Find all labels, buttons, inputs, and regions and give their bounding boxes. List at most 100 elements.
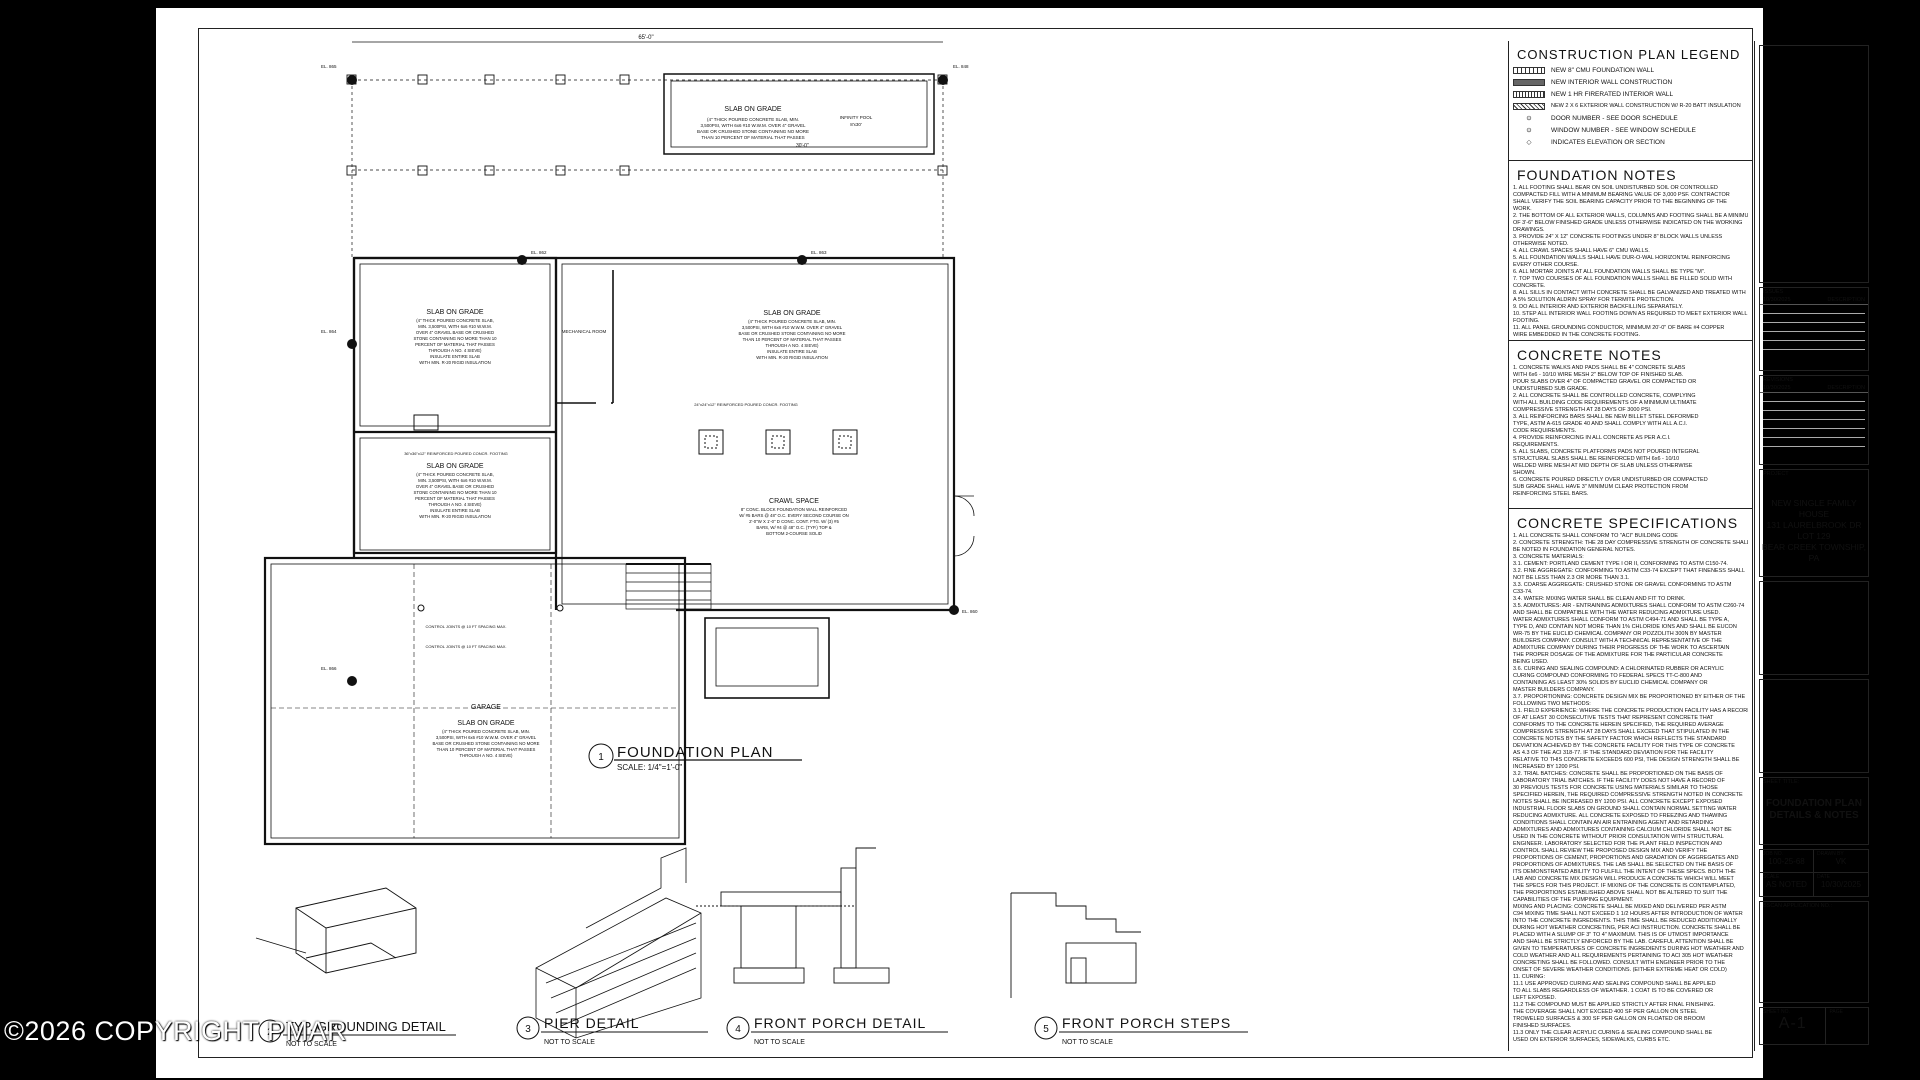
svg-text:CONTROL JOINTS @ 10 FT SPACING: CONTROL JOINTS @ 10 FT SPACING MAX.	[425, 624, 506, 629]
porch-detail-title: FRONT PORCH DETAIL	[754, 1015, 926, 1031]
concrete-spec-line: 3.6. CURING AND SEALING COMPOUND: A CHLO…	[1513, 666, 1724, 672]
concrete-spec-line: OF AT LEAST 30 CONSECUTIVE TESTS THAT RE…	[1513, 715, 1714, 721]
svg-text:THAN 10 PERCENT OF MATERIAL TH: THAN 10 PERCENT OF MATERIAL THAT PASSES	[701, 135, 804, 140]
foundation-note-line: 2. THE BOTTOM OF ALL EXTERIOR WALLS, COL…	[1513, 213, 1748, 219]
svg-text:(4" THICK POURED CONCRETE SLAB: (4" THICK POURED CONCRETE SLAB,	[416, 472, 494, 477]
svg-text:PERCENT OF MATERIAL THAT PASSE: PERCENT OF MATERIAL THAT PASSES	[415, 496, 495, 501]
svg-text:SLAB ON GRADE: SLAB ON GRADE	[763, 310, 821, 317]
concrete-spec-line: ENGINEER. LABORATORY SELECTED FOR THE PL…	[1513, 841, 1723, 847]
concrete-spec-line: FINISHED SURFACES.	[1513, 1023, 1572, 1029]
concrete-note-line: SHOWN.	[1513, 470, 1536, 476]
svg-text:BOTTOM 2-COURSE SOLID: BOTTOM 2-COURSE SOLID	[766, 531, 822, 536]
concrete-spec-line: COMPRESSIVE STRENGTH AT 28 DAYS SHALL EX…	[1513, 729, 1730, 735]
svg-text:24"x24"x12" REINFORCED POURED: 24"x24"x12" REINFORCED POURED CONCR. FOO…	[694, 402, 798, 407]
concrete-spec-line: AND SHALL BE COMPATIBLE WITH THE WATER R…	[1513, 610, 1720, 616]
pier-footings-grid	[346, 74, 948, 176]
foundation-note-line: OF 3'-6" BELOW FINISHED GRADE UNLESS OTH…	[1513, 220, 1743, 226]
foundation-note-line: COMPACTED FILL WITH A MINIMUM BEARING VA…	[1513, 192, 1730, 198]
concrete-spec-line: LAB AND CONCRETE MIX DESIGN WILL PRODUCE…	[1513, 876, 1734, 882]
project-name: NEW SINGLE FAMILY HOUSE	[1771, 498, 1857, 519]
porch-steps-title: FRONT PORCH STEPS	[1062, 1015, 1231, 1031]
svg-text:EL. 860: EL. 860	[962, 609, 978, 614]
svg-text:INFINITY POOL: INFINITY POOL	[840, 115, 873, 120]
svg-text:INSULATE ENTIRE SLAB: INSULATE ENTIRE SLAB	[430, 508, 480, 513]
svg-text:WITH MIN. R-20 RIGID INSULATIO: WITH MIN. R-20 RIGID INSULATION	[756, 355, 828, 360]
drawn-by: VK	[1835, 857, 1847, 866]
concrete-spec-line: CONCRETE NOTES BY THE SAFETY FACTOR WHIC…	[1513, 736, 1727, 742]
job-number: 100-25-68	[1768, 857, 1805, 866]
svg-text:WITH MIN. R-20 RIGID INSULATIO: WITH MIN. R-20 RIGID INSULATION	[419, 360, 491, 365]
concrete-note-line: 1. CONCRETE WALKS AND PADS SHALL BE 4" C…	[1513, 365, 1686, 371]
concrete-spec-line: 3.2. FINE AGGREGATE: CONFORMING TO ASTM …	[1513, 568, 1745, 574]
svg-text:(4" THICK POURED CONCRETE SLAB: (4" THICK POURED CONCRETE SLAB, MIN.	[748, 319, 836, 324]
concrete-note-line: UNDISTURBED SUB GRADE.	[1513, 386, 1589, 392]
foundation-note-line: 7. TOP TWO COURSES OF ALL FOUNDATION WAL…	[1513, 276, 1732, 282]
svg-text:4: 4	[735, 1024, 741, 1035]
svg-text:3,500PSI, WITH 6x6 #10 W.W.M.: 3,500PSI, WITH 6x6 #10 W.W.M. OVER 4" GR…	[742, 325, 843, 330]
concrete-spec-line: C94 MIXING TIME SHALL NOT EXCEED 1 1/2 H…	[1513, 911, 1743, 917]
title-block-blank	[1759, 45, 1869, 283]
issue-date: 10/30/2025	[1820, 880, 1862, 889]
title-block-blank-3	[1759, 679, 1869, 773]
svg-text:STONE CONTAINING NO MORE THAN: STONE CONTAINING NO MORE THAN 10	[413, 490, 497, 495]
svg-text:30'-0": 30'-0"	[796, 143, 809, 149]
sheet-title-box: SHEET TITLE: FOUNDATION PLAN DETAILS & N…	[1759, 777, 1869, 845]
concrete-spec-line: 11.2 THE COMPOUND MUST BE APPLIED STRICT…	[1513, 1002, 1715, 1008]
foundation-plan-drawing: 65'-0" SLAB ON GRADE (4" THICK POURED CO…	[255, 35, 1248, 1048]
concrete-spec-line: CONDITIONS SHALL CONTAIN AN AIR ENTRAINI…	[1513, 820, 1714, 826]
construction-legend: CONSTRUCTION PLAN LEGEND NEW 8" CMU FOUN…	[1509, 41, 1752, 161]
svg-text:SLAB ON GRADE: SLAB ON GRADE	[457, 720, 515, 727]
concrete-spec-line: DURING HOT WEATHER CONCRETING, PER ACI I…	[1513, 925, 1741, 931]
concrete-note-line: COMPRESSIVE STRENGTH AT 28 DAYS OF 3000 …	[1513, 407, 1652, 413]
porch-detail-graphic	[696, 847, 890, 984]
svg-text:PERCENT OF MATERIAL THAT PASSE: PERCENT OF MATERIAL THAT PASSES	[415, 342, 495, 347]
svg-text:SLAB ON GRADE: SLAB ON GRADE	[426, 463, 484, 470]
concrete-note-line: CODE REQUIREMENTS.	[1513, 428, 1577, 434]
concrete-note-line: 2. ALL CONCRETE SHALL BE CONTROLLED CONC…	[1513, 393, 1696, 399]
concrete-spec-line: BE NOTED IN FOUNDATION GENERAL NOTES.	[1513, 547, 1636, 553]
concrete-spec-line: THE COVERAGE SHALL NOT EXCEED 400 SF PER…	[1513, 1009, 1698, 1015]
mechanical-room-label: MECHANICAL ROOM	[562, 329, 607, 334]
concrete-spec-line: INTO THE CONCRETE INGREDIENTS. THIS TIME…	[1513, 918, 1737, 924]
svg-text:OVER 4" GRAVEL BASE OR CRUSHED: OVER 4" GRAVEL BASE OR CRUSHED	[416, 330, 494, 335]
foundation-note-line: FOOTING.	[1513, 318, 1540, 324]
concrete-spec-line: C33-74.	[1513, 589, 1533, 595]
svg-text:NOT TO SCALE: NOT TO SCALE	[286, 1041, 337, 1048]
concrete-spec-line: ITS DEMONSTRATED ABILITY TO FULFILL THE …	[1513, 869, 1736, 875]
concrete-spec-line: USED ON EXTERIOR SURFACES, SIDEWALKS, CU…	[1513, 1037, 1671, 1043]
concrete-spec-line: SPECIFIED HEREIN, THE REQUIRED COMPRESSI…	[1513, 792, 1743, 798]
concrete-spec-line: REDUCING ADMIXTURE. ALL CONCRETE EXPOSED…	[1513, 813, 1728, 819]
porch-steps-graphic	[1010, 892, 1141, 998]
concrete-spec-line: CONFORMS TO THE CONCRETE HEREIN SPECIFIE…	[1513, 722, 1724, 728]
concrete-note-line: 4. PROVIDE REINFORCING IN ALL CONCRETE A…	[1513, 435, 1671, 441]
concrete-spec-line: AND SHALL BE STRICTLY ENFORCED BY THE LA…	[1513, 939, 1734, 945]
concrete-spec-line: 3.1. FIELD EXPERIENCE: WHERE THE CONCRET…	[1513, 708, 1748, 714]
concrete-spec-line: INDUSTRIAL FLOOR SLABS ON GROUND SHALL C…	[1513, 806, 1737, 812]
svg-text:8'x30': 8'x30'	[850, 122, 862, 127]
concrete-spec-line: INCREASED BY 1200 PSI.	[1513, 764, 1580, 770]
sheet-number-box: SHEET NO.A-1 PAGE	[1759, 1007, 1869, 1045]
project-info: PROJECT NEW SINGLE FAMILY HOUSE 131 LAUR…	[1759, 469, 1869, 577]
concrete-spec-line: PLACED WITH A SLUMP OF 3" TO 4" MAXIMUM.…	[1513, 932, 1729, 938]
concrete-spec-line: THE PROPER DOSAGE OF THE ADMIXTURE FOR T…	[1513, 652, 1723, 658]
svg-text:EL. 864: EL. 864	[321, 329, 337, 334]
concrete-spec-line: 3.2. TRIAL BATCHES: CONCRETE SHALL BE PR…	[1513, 771, 1723, 777]
scale-value: AS NOTED	[1766, 880, 1807, 889]
svg-text:2: 2	[267, 1027, 273, 1038]
concrete-spec-line: 3.4. WATER: MIXING WATER SHALL BE CLEAN …	[1513, 596, 1686, 602]
concrete-note-line: STRUCTURAL SLABS SHALL BE REINFORCED WIT…	[1513, 456, 1680, 462]
concrete-spec-line: ADMIXTURE COMPANY DURING THEIR PROGRESS …	[1513, 645, 1730, 651]
front-porch	[704, 617, 830, 699]
foundation-note-line: CONCRETE.	[1513, 283, 1546, 289]
svg-text:OVER 4" GRAVEL BASE OR CRUSHED: OVER 4" GRAVEL BASE OR CRUSHED	[416, 484, 494, 489]
concrete-note-line: WELDED WIRE MESH AT MID DEPTH OF SLAB UN…	[1513, 463, 1693, 469]
concrete-note-line: WITH 6x6 - 10/10 WIRE MESH 2" BELOW TOP …	[1513, 372, 1684, 378]
concrete-spec-line: 3.5. ADMIXTURES: AIR - ENTRAINING ADMIXT…	[1513, 603, 1745, 609]
sheet-title-line-1: FOUNDATION PLAN	[1766, 798, 1862, 809]
sheet-number: A-1	[1778, 1015, 1807, 1032]
concrete-spec-line: TO ALL SLABS REGARDLESS OF WEATHER. 1 CO…	[1513, 988, 1713, 994]
project-township: BEAR CREEK TOWNSHIP, PA	[1762, 542, 1866, 563]
foundation-notes: FOUNDATION NOTES 1. ALL FOOTING SHALL BE…	[1509, 161, 1752, 341]
